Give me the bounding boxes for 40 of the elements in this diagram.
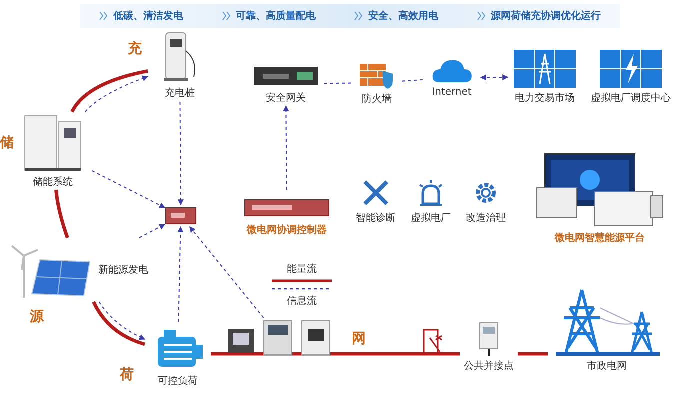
platform-title: 微电网协调控制器	[247, 224, 327, 236]
node-label: 可控负荷	[158, 374, 198, 388]
node-label: 防火墙	[362, 92, 392, 106]
information-flow-arrow	[189, 226, 264, 318]
information-flow-arrow	[178, 102, 184, 206]
power-line	[54, 190, 70, 239]
node-label: 安全网关	[266, 92, 306, 104]
node-label: 新能源发电	[98, 264, 148, 277]
node-label: 智能诊断	[356, 212, 396, 224]
node-label: 虚拟电厂调度中心	[591, 92, 671, 104]
section-label: 荷	[120, 366, 134, 384]
information-flow-arrow	[98, 302, 146, 340]
node-label: 虚拟电厂	[411, 212, 451, 224]
section-label: 充	[128, 40, 142, 58]
header-text: 安全、高效用电	[368, 9, 438, 23]
node-label: 改造治理	[466, 212, 506, 224]
information-flow-arrow	[85, 76, 149, 112]
information-flow-arrow	[283, 105, 290, 190]
header-text: 可靠、高质量配电	[236, 9, 316, 23]
node-label: 公共并接点	[464, 360, 514, 372]
information-flow-arrow	[178, 226, 184, 322]
power-line	[211, 352, 460, 356]
section-label: 网	[352, 330, 366, 348]
platform-title: 微电网智慧能源平台	[555, 232, 645, 244]
node-label: 充电桩	[165, 86, 195, 100]
node-label: 市政电网	[587, 360, 627, 372]
legend-text: 能量流	[287, 262, 317, 276]
header-text: 低碳、清洁发电	[113, 10, 184, 23]
section-label: 源	[30, 308, 44, 326]
information-flow-arrow	[92, 170, 166, 208]
information-flow-arrow	[480, 74, 509, 81]
node-label: 电力交易市场	[515, 92, 575, 104]
header-text: 源网荷储充协调优化运行	[490, 9, 601, 23]
legend-text: 信息流	[287, 294, 317, 308]
node-label: Internet	[432, 87, 472, 98]
information-flow-arrow	[138, 224, 166, 238]
power-line	[518, 352, 548, 356]
node-label: 储能系统	[33, 176, 73, 188]
power-line	[92, 301, 146, 346]
power-line	[70, 69, 148, 113]
